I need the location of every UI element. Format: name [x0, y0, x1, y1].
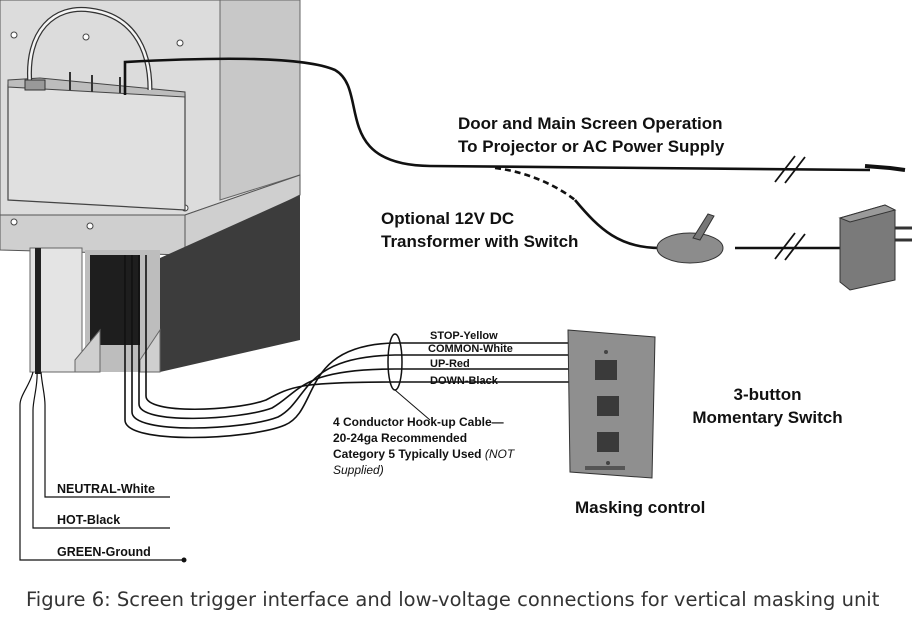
wire-stop-label: STOP-Yellow	[430, 330, 498, 342]
switch-label-1: 3-button	[733, 385, 802, 404]
figure-caption: Figure 6: Screen trigger interface and l…	[26, 588, 880, 611]
momentary-switch[interactable]	[567, 329, 656, 479]
ground-wire-label: GREEN-Ground	[57, 545, 151, 559]
transformer-label-2: Transformer with Switch	[381, 232, 579, 251]
ac-wires	[19, 371, 182, 561]
door-operation-label-1: Door and Main Screen Operation	[458, 114, 723, 133]
low-voltage-cable	[124, 255, 570, 439]
masking-housing	[29, 195, 300, 374]
cable-spec-line-3-text: Category 5 Typically Used	[333, 447, 482, 461]
optional-branch-dashed	[494, 166, 576, 202]
cable-spec-line-3: Category 5 Typically Used (NOT	[333, 446, 563, 462]
ground-terminal	[181, 557, 187, 563]
wire-down-label: DOWN-Black	[430, 375, 498, 387]
masking-control-label: Masking control	[575, 498, 706, 517]
cable-spec-line-4: Supplied)	[333, 462, 563, 478]
transformer-icon	[838, 204, 912, 291]
neutral-wire-label: NEUTRAL-White	[57, 482, 155, 496]
cable-note-a: (NOT	[484, 447, 515, 461]
switch-label-2: Momentary Switch	[692, 408, 843, 427]
cable-label-leader	[394, 389, 431, 421]
transformer-label-1: Optional 12V DC	[381, 209, 515, 228]
wire-up-label: UP-Red	[430, 358, 470, 370]
hot-wire-label: HOT-Black	[57, 513, 121, 527]
foot-switch	[656, 213, 724, 264]
power-plug	[864, 164, 906, 172]
wire-common-label: COMMON-White	[428, 343, 513, 355]
power-cable	[123, 57, 871, 172]
cable-spec-line-1: 4 Conductor Hook-up Cable—	[333, 415, 504, 429]
door-operation-label-2: To Projector or AC Power Supply	[458, 137, 725, 156]
cable-spec-label: 4 Conductor Hook-up Cable— 20-24ga Recom…	[333, 414, 563, 478]
transformer-cable	[574, 199, 840, 250]
cable-spec-line-2: 20-24ga Recommended	[333, 431, 468, 445]
cable-note-b: Supplied)	[333, 463, 384, 477]
